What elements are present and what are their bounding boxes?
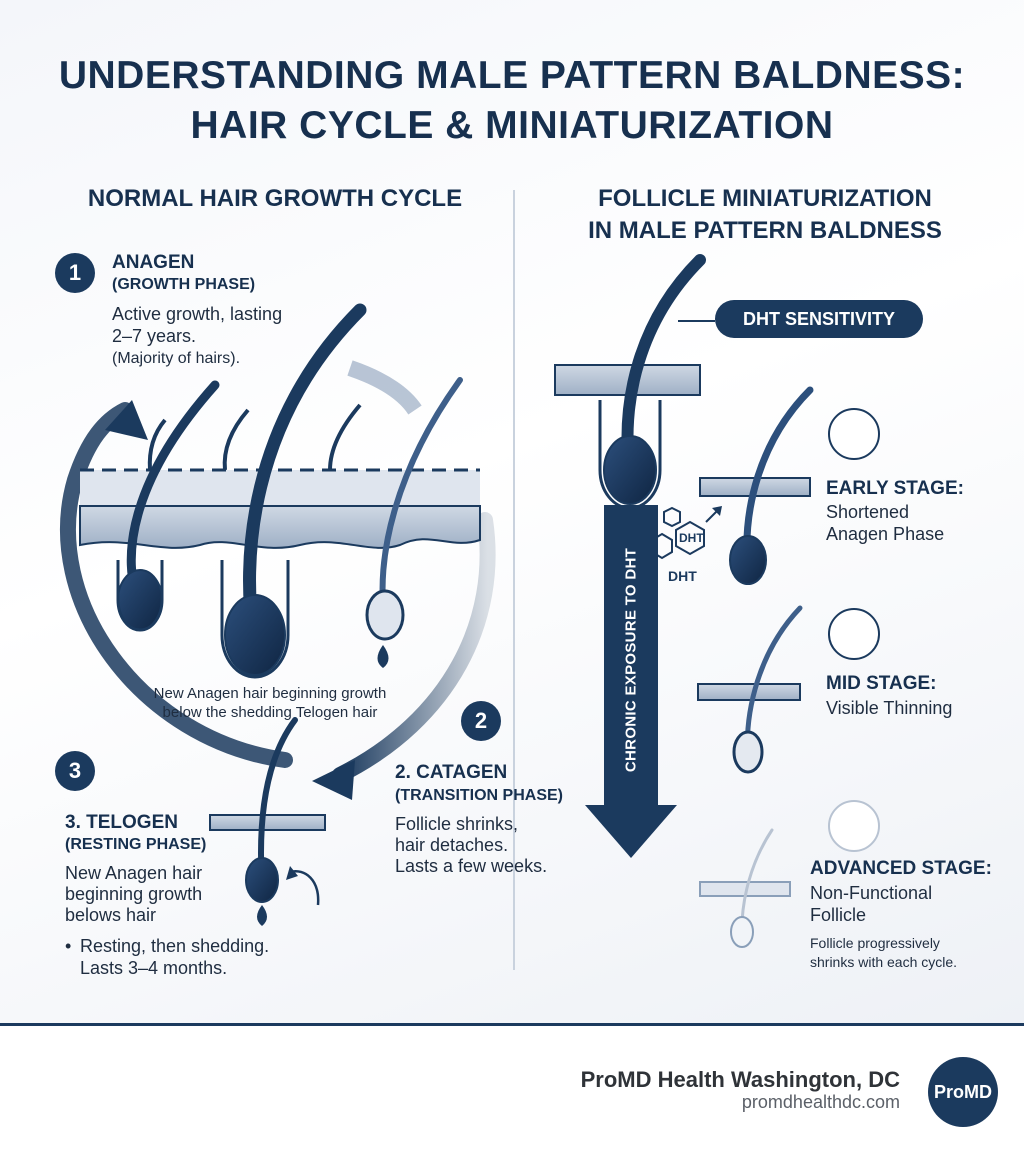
mid-stage-title: MID STAGE: xyxy=(826,673,937,694)
dht-sensitivity-badge: DHT SENSITIVITY xyxy=(715,300,923,338)
column-divider xyxy=(513,190,515,970)
down-arrow-icon xyxy=(585,505,677,858)
advanced-stage-follicle-icon xyxy=(699,828,791,948)
catagen-desc-3: Lasts a few weeks. xyxy=(395,856,548,876)
telogen-subtitle: (RESTING PHASE) xyxy=(65,836,207,853)
mid-stage-follicle-icon xyxy=(697,605,803,774)
early-stage-follicle-icon xyxy=(699,386,814,585)
anagen-desc-1: Active growth, lasting xyxy=(112,304,283,324)
advanced-stage-line-2: Follicle xyxy=(810,905,867,925)
telogen-follicle-icon xyxy=(209,717,326,926)
anagen-title: ANAGEN xyxy=(112,252,195,273)
telogen-desc-2: beginning growth xyxy=(65,884,203,904)
promd-logo: ProMD xyxy=(928,1057,998,1127)
early-stage-title: EARLY STAGE: xyxy=(826,478,964,499)
dht-molecule-label: DHT xyxy=(679,531,704,545)
telogen-number-badge: 3 xyxy=(55,751,95,791)
brand-url[interactable]: promdhealthdc.com xyxy=(741,1092,900,1112)
early-stage-line-1: Shortened xyxy=(826,502,910,522)
telogen-title: 3. TELOGEN xyxy=(65,812,178,833)
hair-follicle-icon xyxy=(116,303,463,679)
mid-stage-hair-icon xyxy=(828,608,880,660)
telogen-bullet-marker: • xyxy=(65,936,72,956)
circular-cycle-arrow-icon xyxy=(59,360,496,800)
right-section-heading-1: FOLLICLE MINIATURIZATION xyxy=(598,185,932,212)
advanced-stage-note-1: Follicle progressively xyxy=(810,935,940,951)
telogen-desc-3: belows hair xyxy=(65,905,157,925)
telogen-desc-1: New Anagen hair xyxy=(65,863,203,883)
anagen-subtitle: (GROWTH PHASE) xyxy=(112,276,256,293)
catagen-title: 2. CATAGEN xyxy=(395,762,508,783)
catagen-number-badge: 2 xyxy=(461,701,501,741)
catagen-desc-1: Follicle shrinks, xyxy=(395,814,519,834)
dht-label: DHT xyxy=(668,568,697,584)
advanced-stage-line-1: Non-Functional xyxy=(810,883,933,903)
center-note-2: below the shedding Telogen hair xyxy=(162,704,378,721)
catagen-subtitle: (TRANSITION PHASE) xyxy=(395,787,563,804)
dht-sensitive-follicle-icon xyxy=(554,254,715,510)
brand-name: ProMD Health Washington, DC xyxy=(580,1067,900,1092)
advanced-stage-note-2: shrinks with each cycle. xyxy=(810,954,958,970)
illustration-layer xyxy=(59,254,814,948)
footer-divider xyxy=(0,1023,1024,1026)
center-note-1: New Anagen hair beginning growth xyxy=(153,685,387,702)
early-stage-line-2: Anagen Phase xyxy=(826,524,945,544)
page-title-line-1: UNDERSTANDING MALE PATTERN BALDNESS: xyxy=(58,54,966,97)
advanced-stage-hair-icon xyxy=(828,800,880,852)
telogen-bullet-2: Lasts 3–4 months. xyxy=(80,958,228,978)
early-stage-hair-icon xyxy=(828,408,880,460)
page-title-line-2: HAIR CYCLE & MINIATURIZATION xyxy=(190,104,834,147)
catagen-desc-2: hair detaches. xyxy=(395,835,509,855)
dht-exposure-label: CHRONIC EXPOSURE TO DHT xyxy=(622,547,640,773)
anagen-desc-3: (Majority of hairs). xyxy=(112,350,241,367)
telogen-bullet-1: Resting, then shedding. xyxy=(80,936,270,956)
advanced-stage-title: ADVANCED STAGE: xyxy=(810,858,992,879)
right-section-heading-2: IN MALE PATTERN BALDNESS xyxy=(588,217,942,244)
left-section-heading: NORMAL HAIR GROWTH CYCLE xyxy=(87,185,463,212)
anagen-number-badge: 1 xyxy=(55,253,95,293)
anagen-desc-2: 2–7 years. xyxy=(112,326,197,346)
mid-stage-line-1: Visible Thinning xyxy=(826,698,953,718)
dht-molecule-icon xyxy=(651,506,722,560)
